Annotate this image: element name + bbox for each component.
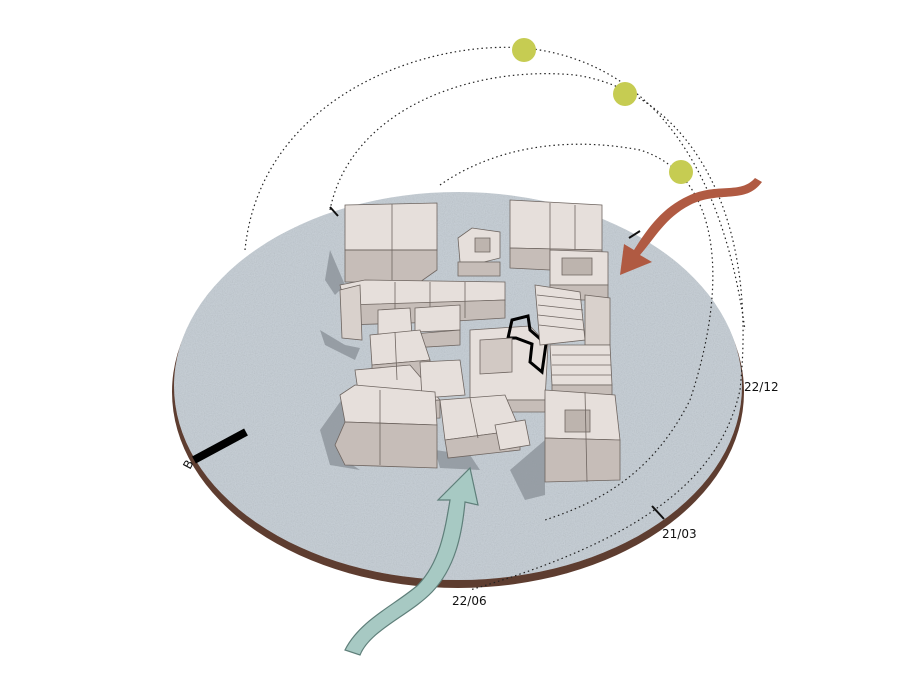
building-block-ne (509, 199, 609, 301)
sun-path-arcs (244, 46, 746, 591)
sun-path-equinox (329, 73, 744, 591)
date-label-equinox: 21/03 (662, 527, 697, 541)
sun-path-winter (439, 143, 714, 521)
building-block-se (544, 389, 621, 483)
building-terraced-east (534, 284, 613, 396)
date-label-summer: 22/06 (452, 594, 487, 608)
buildings (334, 199, 621, 483)
wind-arrow-icon (344, 466, 479, 656)
building-site (469, 314, 549, 413)
edge-ticks (329, 206, 665, 520)
wind-arrow-icon (620, 178, 762, 275)
date-label-winter: 22/12 (744, 380, 779, 394)
sun-icons (512, 38, 693, 184)
building-block-sw (334, 384, 438, 469)
building-block-nw (344, 202, 438, 283)
wind-arrows (344, 178, 762, 656)
orientation-bar (192, 428, 248, 464)
building-block-south (439, 394, 531, 459)
sun-icon (613, 82, 637, 106)
sun-icon (512, 38, 536, 62)
sun-icon (669, 160, 693, 184)
building-block-courtyard (457, 227, 501, 277)
